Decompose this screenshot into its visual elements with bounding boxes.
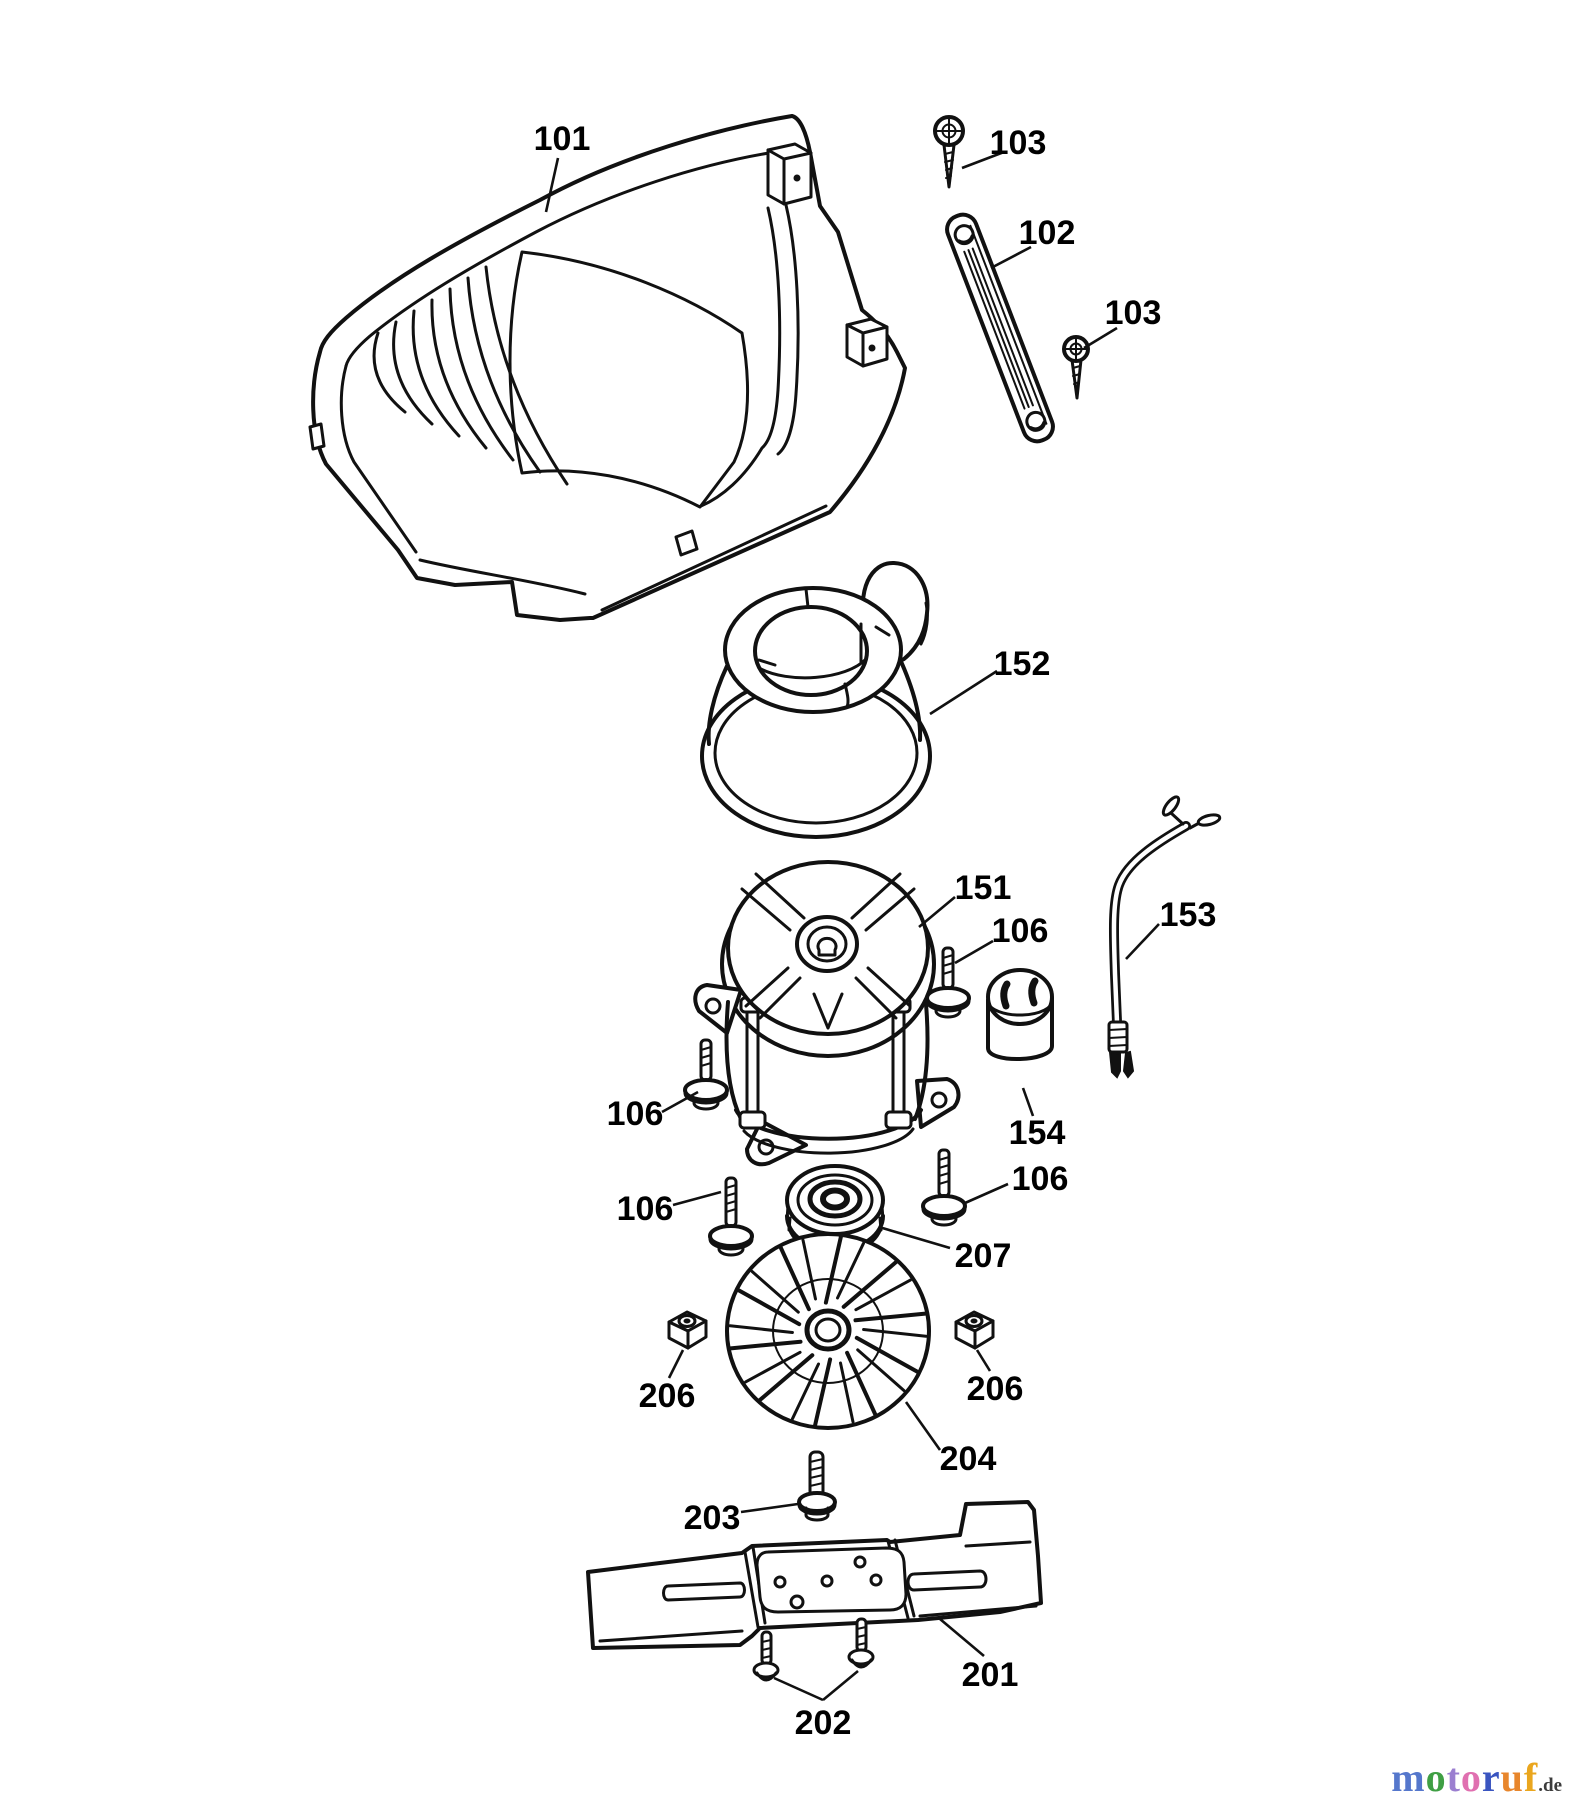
motor-151	[693, 860, 961, 1167]
cover-vent-slats	[372, 265, 569, 486]
baffle-cone-152	[700, 560, 932, 839]
part-label-106-10: 106	[617, 1190, 674, 1228]
part-label-202-18: 202	[795, 1704, 852, 1742]
leader-line-207-12	[878, 1225, 951, 1250]
nut-206-left	[667, 1310, 708, 1350]
capacitor-154	[986, 968, 1054, 1061]
screw-202-right	[847, 1617, 875, 1669]
fan-204	[725, 1232, 931, 1430]
leader-line-103-1	[961, 150, 1005, 170]
part-label-201-17: 201	[962, 1656, 1019, 1694]
motor-cover-101	[308, 114, 907, 622]
part-label-152-4: 152	[994, 645, 1051, 683]
screw-106-left-lower	[708, 1176, 754, 1257]
part-label-203-16: 203	[684, 1499, 741, 1537]
watermark-letter-0: m	[1391, 1755, 1426, 1800]
part-label-103-1: 103	[990, 124, 1047, 162]
leader-line-106-9	[661, 1090, 699, 1114]
watermark-letter-3: o	[1460, 1755, 1482, 1800]
cover-boss-upper	[766, 142, 813, 206]
watermark-letter-1: o	[1425, 1755, 1447, 1800]
leader-line-153-7	[1125, 923, 1160, 960]
leader-line-206-13	[667, 1349, 685, 1379]
leader-line-151-5	[918, 896, 956, 928]
screw-106-left-upper	[683, 1038, 729, 1111]
fan-blades	[728, 1234, 928, 1428]
bolt-203	[797, 1450, 837, 1522]
leader-line-106-11	[964, 1182, 1009, 1205]
cover-boss-lower	[845, 317, 889, 368]
screw-106-right-lower	[921, 1148, 967, 1227]
part-label-207-12: 207	[955, 1237, 1012, 1275]
part-label-153-7: 153	[1160, 896, 1217, 934]
motor-mount-tabs	[693, 983, 961, 1167]
leader-line-206-14	[975, 1349, 992, 1372]
part-label-103-3: 103	[1105, 294, 1162, 332]
callout-labels-layer: 101 103 102 103 152 151 106 153 154 106 106 106 207 2…	[534, 120, 1217, 1742]
part-label-106-11: 106	[1012, 1160, 1069, 1198]
watermark-letter-4: r	[1481, 1755, 1501, 1800]
leader-line-152-4	[929, 669, 998, 716]
leader-line-201-17	[939, 1618, 985, 1657]
part-label-154-8: 154	[1009, 1114, 1066, 1152]
leader-line-204-15	[904, 1401, 942, 1451]
watermark-letter-2: t	[1446, 1755, 1461, 1800]
leader-line-102-2	[990, 245, 1032, 270]
watermark-letter-5: u	[1500, 1755, 1524, 1800]
leader-line-106-6	[954, 939, 994, 965]
watermark-word: motoruf	[1391, 1755, 1538, 1800]
screw-103-top	[933, 115, 965, 189]
part-label-102-2: 102	[1019, 214, 1076, 252]
cable-153	[1107, 795, 1222, 1079]
screw-103-right	[1062, 335, 1090, 400]
part-label-151-5: 151	[955, 869, 1012, 907]
screw-202-left	[752, 1630, 780, 1682]
part-label-106-6: 106	[992, 912, 1049, 950]
watermark-suffix: .de	[1538, 1775, 1562, 1796]
nut-206-right	[954, 1310, 995, 1350]
part-label-206-13: 206	[639, 1377, 696, 1415]
leader-line-202-18	[773, 1676, 824, 1702]
trim-strip-102	[945, 212, 1055, 444]
watermark-letter-6: f	[1523, 1755, 1539, 1800]
leader-line-103-3	[1083, 326, 1118, 350]
part-label-101-0: 101	[534, 120, 591, 158]
watermark-logo: motoruf.de	[1391, 1756, 1562, 1800]
leader-line-203-16	[740, 1502, 799, 1514]
cover-inner-top-edge	[344, 150, 777, 368]
part-label-206-14: 206	[967, 1370, 1024, 1408]
leader-line-101-0	[544, 157, 560, 213]
leader-line-202-18	[822, 1669, 859, 1702]
blade-201	[586, 1500, 1043, 1650]
part-label-106-9: 106	[607, 1095, 664, 1133]
screw-106-right-upper	[925, 946, 971, 1019]
part-label-204-15: 204	[940, 1440, 997, 1478]
leader-line-106-10	[672, 1190, 722, 1207]
leader-line-154-8	[1021, 1087, 1035, 1117]
